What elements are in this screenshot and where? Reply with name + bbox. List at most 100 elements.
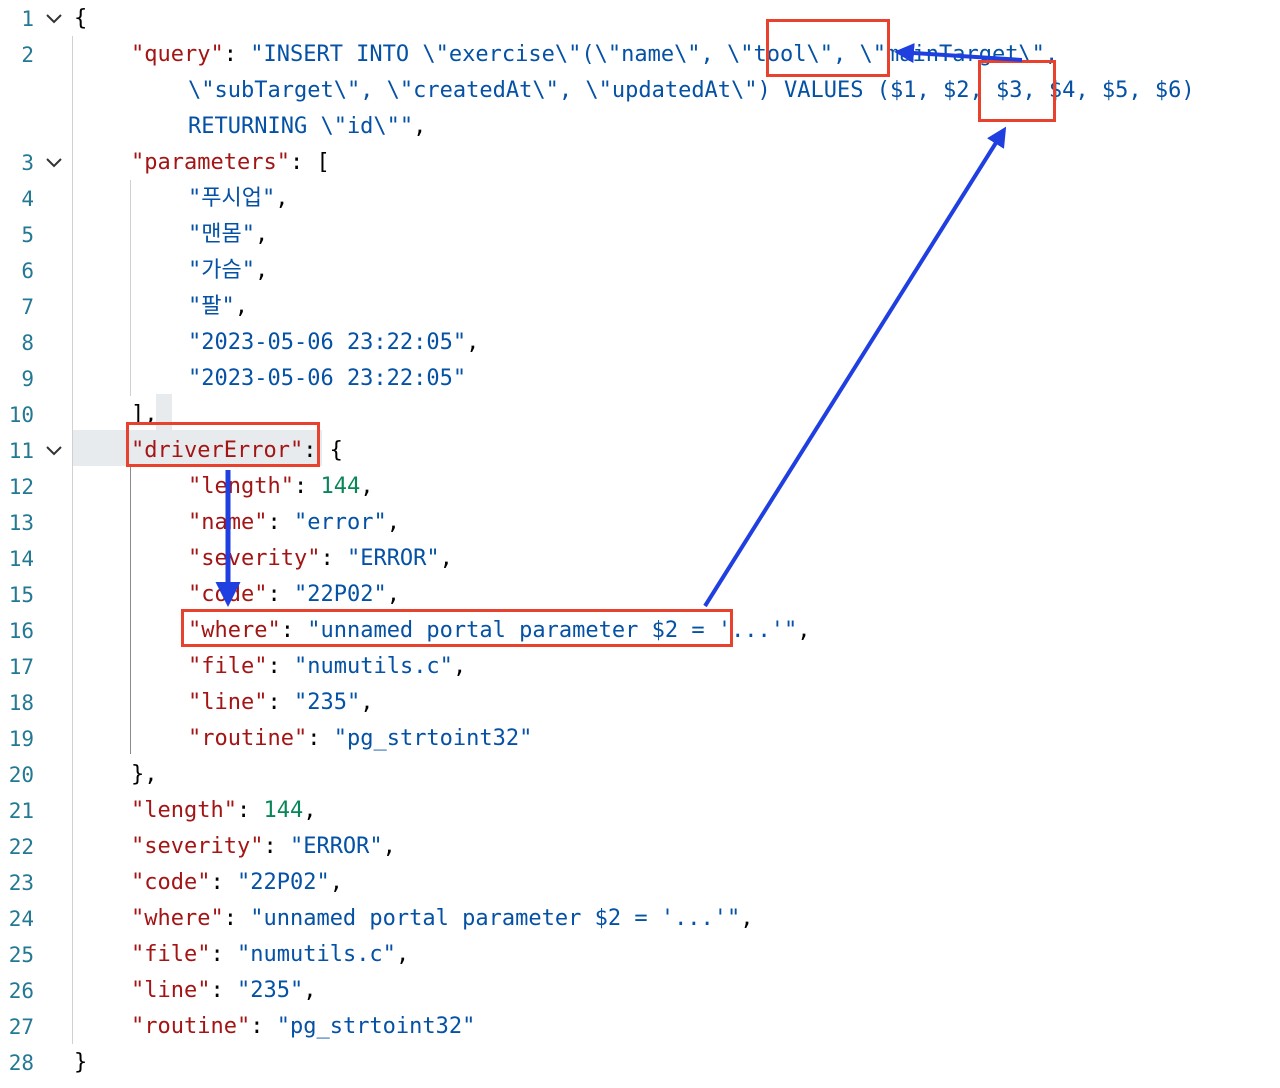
code-line[interactable]: 23"code": "22P02",: [0, 865, 1280, 901]
code-token: "routine": [188, 726, 308, 751]
code-token: "driverError": [131, 438, 304, 463]
code-line[interactable]: 4"푸시업",: [0, 181, 1280, 217]
code-token: "unnamed portal parameter $2 = '...'": [250, 906, 741, 931]
driver-error-key-box: [126, 422, 320, 467]
code-text: \"subTarget\", \"createdAt\", \"updatedA…: [188, 73, 1195, 109]
code-token: RETURNING \"id\"": [188, 114, 414, 139]
code-line[interactable]: 13"name": "error",: [0, 505, 1280, 541]
code-token: "file": [188, 654, 268, 679]
code-token: "pg_strtoint32": [276, 1014, 476, 1039]
dollar-2-placeholder-box: [978, 60, 1056, 122]
code-token: :: [267, 690, 294, 715]
code-text: "line": "235",: [131, 973, 316, 1009]
code-text: "2023-05-06 23:22:05",: [188, 325, 479, 361]
code-token: :: [263, 834, 290, 859]
code-token: ,: [740, 906, 754, 931]
code-line[interactable]: 26"line": "235",: [0, 973, 1280, 1009]
code-token: :: [280, 618, 308, 643]
code-token: "22P02": [236, 870, 330, 895]
code-line[interactable]: 11 "driverError": {: [0, 433, 1280, 469]
current-line-highlight: [72, 430, 322, 466]
code-line[interactable]: 24"where": "unnamed portal parameter $2 …: [0, 901, 1280, 937]
code-line[interactable]: 17"file": "numutils.c",: [0, 649, 1280, 685]
code-line[interactable]: RETURNING \"id\"",: [0, 109, 1280, 145]
code-line[interactable]: 5 "맨몸",: [0, 217, 1280, 253]
code-line[interactable]: \"subTarget\", \"createdAt\", \"updatedA…: [0, 73, 1280, 109]
code-line[interactable]: 8"2023-05-06 23:22:05",: [0, 325, 1280, 361]
code-line[interactable]: 16"where": "unnamed portal parameter $2 …: [0, 613, 1280, 649]
line-number: 6: [21, 259, 34, 283]
code-token: "INSERT INTO \"exercise\"(\"name\", \"to…: [250, 42, 1059, 67]
code-token: ,: [797, 618, 811, 643]
code-line[interactable]: 21"length": 144,: [0, 793, 1280, 829]
code-token: 144: [263, 798, 304, 823]
code-token: "code": [131, 870, 211, 895]
line-number: 2: [21, 43, 34, 67]
code-token: "length": [188, 474, 294, 499]
code-token: ,: [234, 294, 248, 319]
code-line[interactable]: 25"file": "numutils.c",: [0, 937, 1280, 973]
code-token: "routine": [131, 1014, 251, 1039]
code-token: :: [307, 726, 334, 751]
line-number: 17: [8, 655, 34, 679]
code-line[interactable]: 2"query": "INSERT INTO \"exercise\"(\"na…: [0, 37, 1280, 73]
code-token: ,: [466, 330, 480, 355]
code-token: "unnamed portal parameter $2 = '...'": [307, 618, 798, 643]
code-token: "numutils.c": [293, 654, 453, 679]
line-number: 3: [21, 151, 34, 175]
code-token: ,: [303, 978, 317, 1003]
code-line[interactable]: 1{: [0, 1, 1280, 37]
code-token: "푸시업": [188, 186, 276, 211]
line-number: 10: [8, 403, 34, 427]
code-token: ,: [329, 870, 343, 895]
code-token: : {: [303, 438, 343, 463]
code-line[interactable]: 14"severity": "ERROR",: [0, 541, 1280, 577]
code-line[interactable]: 22"severity": "ERROR",: [0, 829, 1280, 865]
line-number: 5: [21, 223, 34, 247]
code-line[interactable]: 28}: [0, 1045, 1280, 1081]
line-number: 22: [8, 835, 34, 859]
code-line[interactable]: 12 "length": 144,: [0, 469, 1280, 505]
code-text: },: [131, 757, 158, 793]
code-line[interactable]: 7"팔",: [0, 289, 1280, 325]
code-text: RETURNING \"id\"",: [188, 109, 426, 145]
line-number: 18: [8, 691, 34, 715]
code-token: 144: [320, 474, 361, 499]
code-text: "length": 144,: [131, 793, 316, 829]
fold-chevron-icon[interactable]: [44, 444, 64, 458]
tool-column-box: [766, 19, 890, 77]
code-line[interactable]: 15"code": "22P02",: [0, 577, 1280, 613]
code-token: ,: [254, 222, 269, 247]
code-token: "가슴": [188, 258, 255, 283]
code-token: ,: [413, 114, 427, 139]
code-line[interactable]: 20},: [0, 757, 1280, 793]
code-line[interactable]: 19"routine": "pg_strtoint32": [0, 721, 1280, 757]
line-number: 20: [8, 763, 34, 787]
code-line[interactable]: 27"routine": "pg_strtoint32": [0, 1009, 1280, 1045]
code-line[interactable]: 3"parameters": [: [0, 145, 1280, 181]
code-token: "name": [188, 510, 268, 535]
code-token: "length": [131, 798, 237, 823]
code-token: "ERROR": [346, 546, 440, 571]
where-value-box: [181, 609, 733, 647]
code-text: "가슴",: [188, 253, 268, 289]
code-text: "length": 144,: [188, 469, 373, 505]
code-token: "file": [131, 942, 211, 967]
code-line[interactable]: 9"2023-05-06 23:22:05": [0, 361, 1280, 397]
code-token: :: [236, 798, 264, 823]
code-line[interactable]: 18"line": "235",: [0, 685, 1280, 721]
code-text: "code": "22P02",: [131, 865, 343, 901]
line-number: 12: [8, 475, 34, 499]
fold-chevron-icon[interactable]: [44, 12, 64, 26]
code-line[interactable]: 6 "가슴",: [0, 253, 1280, 289]
line-number: 28: [8, 1051, 34, 1075]
fold-chevron-icon[interactable]: [44, 156, 64, 170]
line-number: 19: [8, 727, 34, 751]
indent-guide: [72, 36, 73, 1044]
code-text: "맨몸",: [188, 217, 268, 253]
code-token: ,: [303, 798, 317, 823]
line-number: 11: [8, 439, 34, 463]
line-number: 4: [21, 187, 34, 211]
code-token: :: [293, 474, 321, 499]
